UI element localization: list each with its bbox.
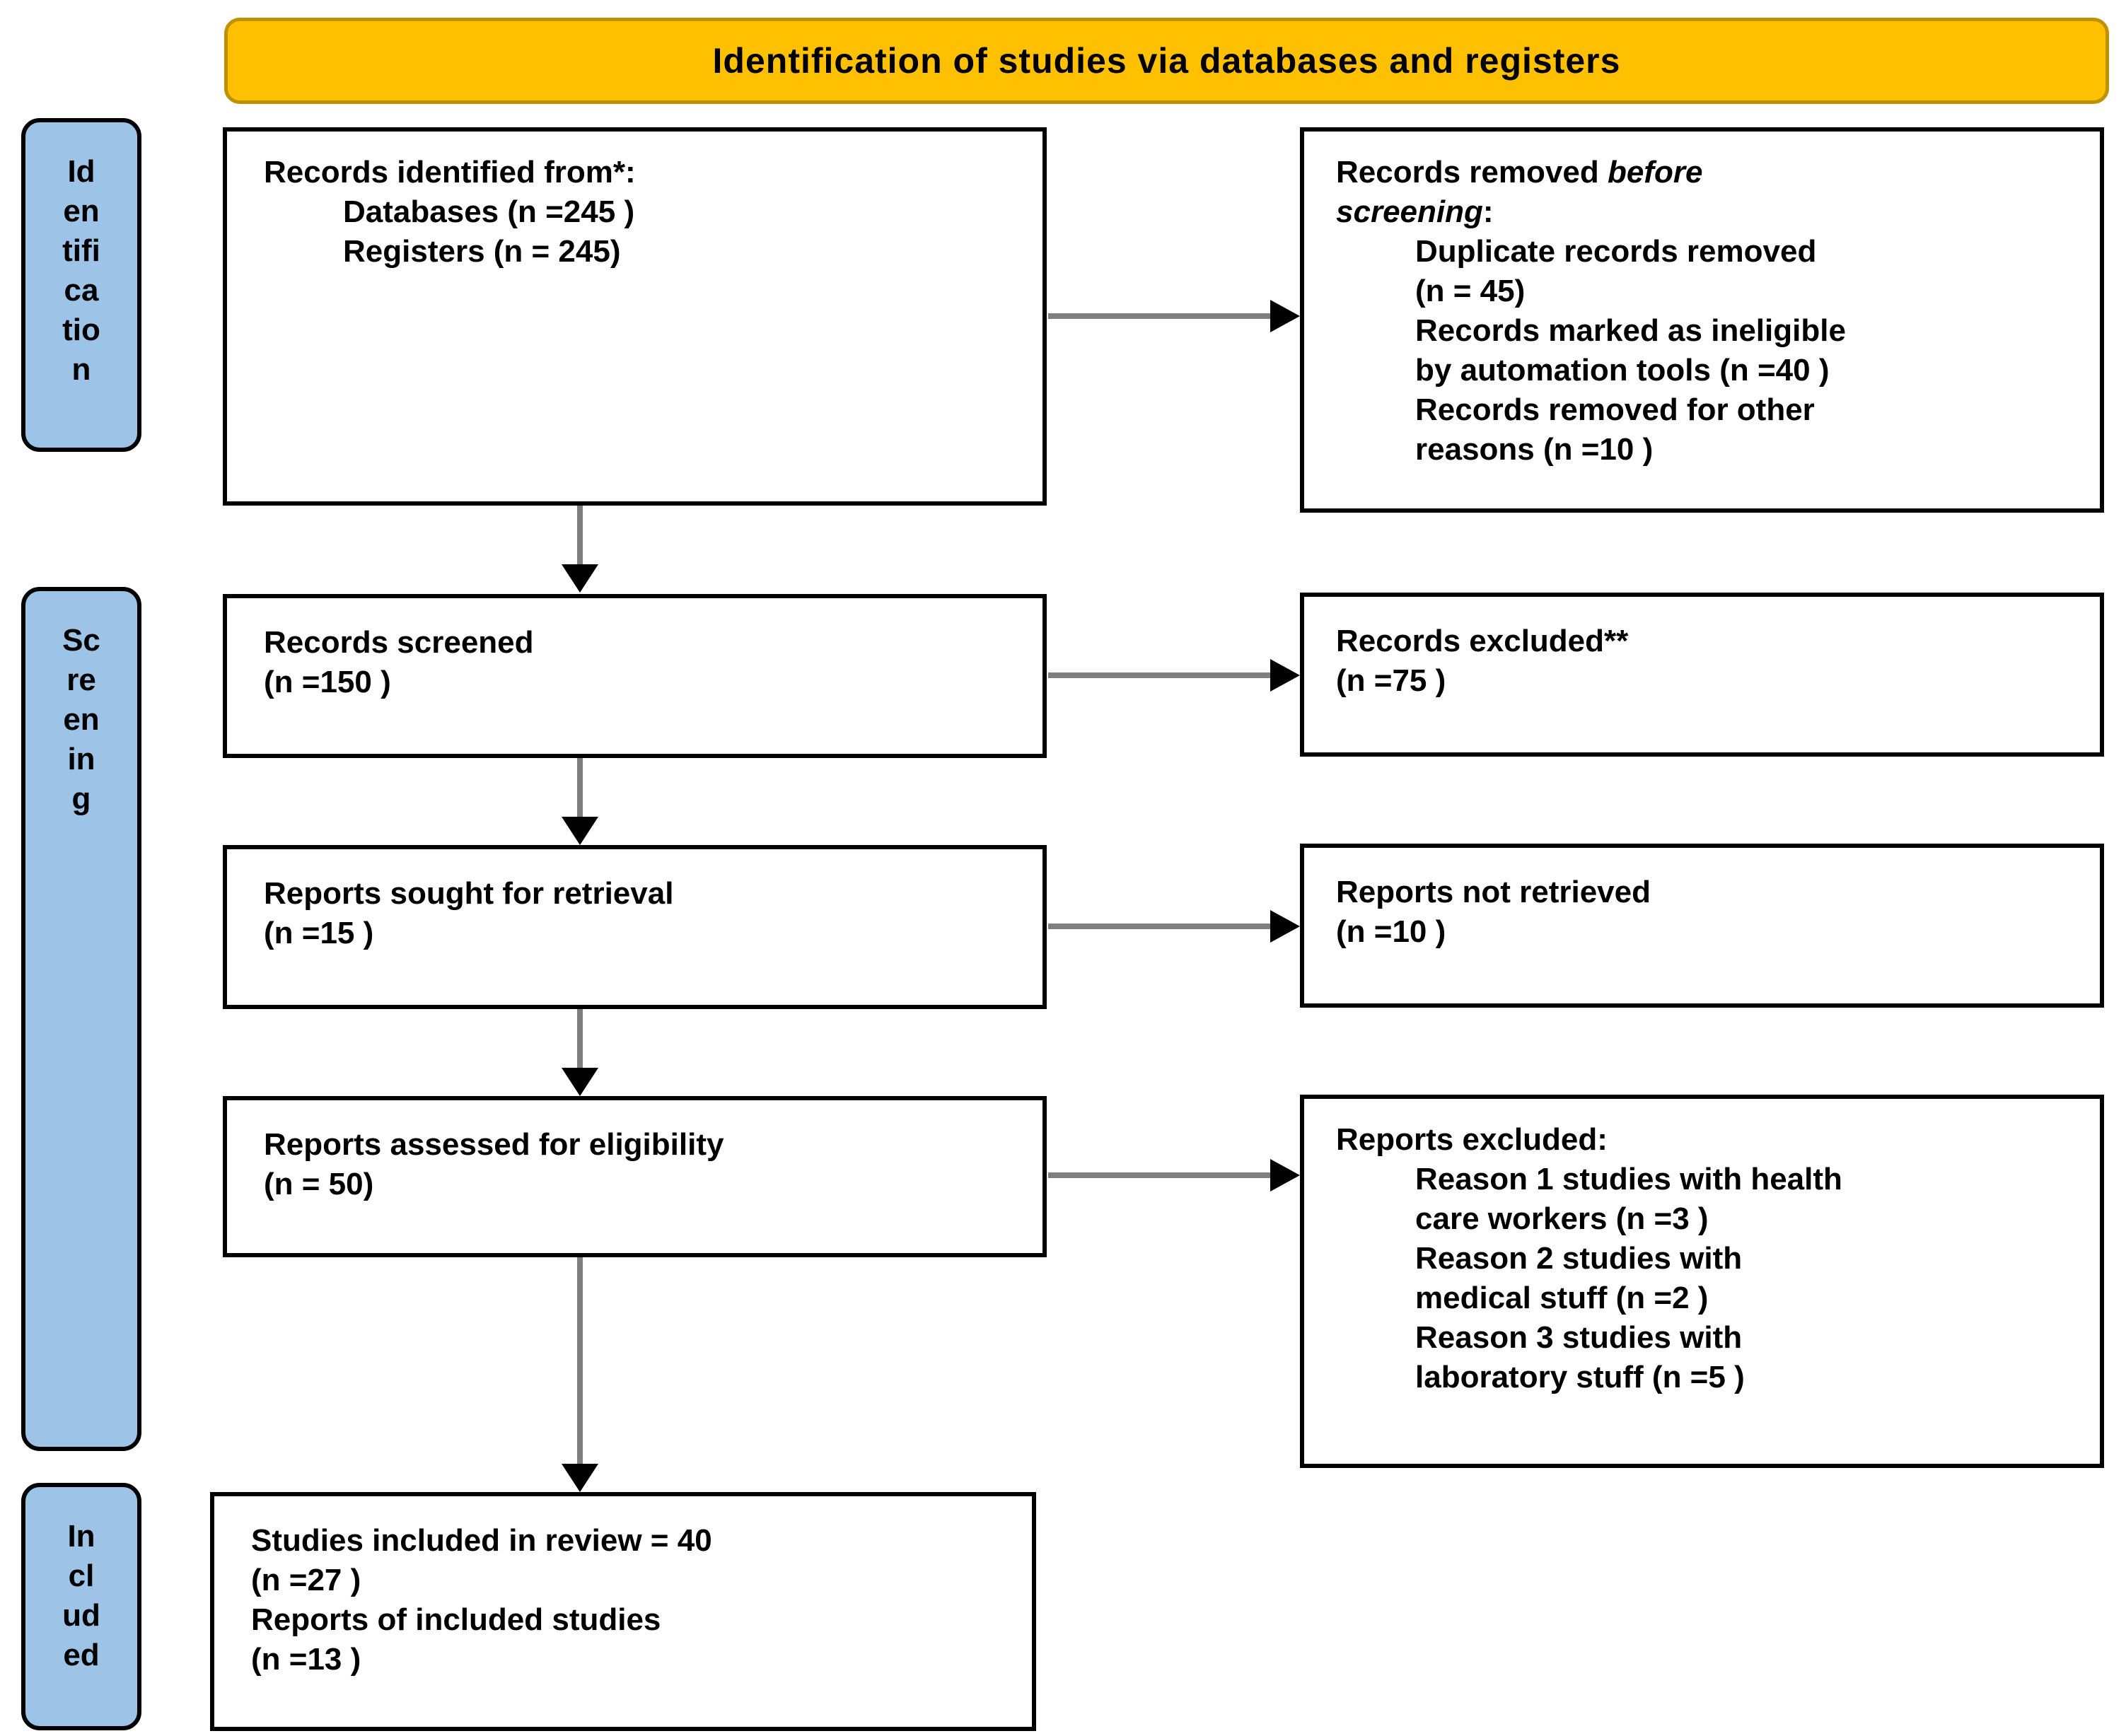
text-segment: Records removed: [1336, 155, 1599, 190]
text-line: (n =150 ): [264, 665, 391, 699]
box-studies-included: Studies included in review = 40 (n =27 )…: [210, 1492, 1036, 1731]
arrowhead-right-icon: [1270, 1159, 1300, 1192]
stage-identification-label: Identification: [62, 154, 100, 387]
stage-identification: Identification: [21, 118, 141, 452]
text-line: Reports sought for retrieval: [264, 876, 674, 911]
box-reports-sought: Reports sought for retrieval (n =15 ): [223, 845, 1047, 1009]
banner-title-text: Identification of studies via databases …: [712, 41, 1621, 81]
text-line: medical stuff (n =2 ): [1415, 1281, 1709, 1315]
arrowhead-down-icon: [562, 564, 598, 593]
text-line: Studies included in review = 40: [251, 1523, 712, 1558]
text-line: Records excluded**: [1336, 624, 1629, 658]
arrow-identified-to-removed: [1048, 300, 1300, 332]
text-line: Reason 3 studies with: [1415, 1320, 1743, 1355]
arrow-assessed-to-included: [562, 1257, 598, 1492]
text-line: Duplicate records removed: [1415, 234, 1817, 269]
text-line: Reports excluded:: [1336, 1122, 1608, 1157]
text-segment-italic: before: [1607, 155, 1703, 190]
arrowhead-right-icon: [1270, 300, 1300, 332]
box-records-screened: Records screened (n =150 ): [223, 594, 1047, 758]
text-line: Reports not retrieved: [1336, 875, 1651, 909]
box-reports-not-retrieved: Reports not retrieved (n =10 ): [1300, 844, 2104, 1008]
text-line: Records removed before: [1336, 153, 2082, 192]
text-line: laboratory stuff (n =5 ): [1415, 1360, 1745, 1394]
text-line: screening:: [1336, 192, 2082, 232]
text-line: Reports assessed for eligibility: [264, 1127, 724, 1162]
stage-included: Included: [21, 1483, 141, 1730]
arrowhead-right-icon: [1270, 659, 1300, 692]
arrow-sought-to-not-retrieved: [1048, 910, 1300, 943]
text-line: reasons (n =10 ): [1415, 432, 1654, 467]
stage-screening-label: Screening: [62, 623, 100, 816]
text-line: Records removed for other: [1415, 392, 1815, 427]
arrowhead-down-icon: [562, 1068, 598, 1096]
text-line: Records marked as ineligible: [1415, 313, 1846, 348]
text-segment-italic: screening: [1336, 194, 1483, 229]
arrow-assessed-to-excluded: [1048, 1159, 1300, 1192]
arrow-screened-to-sought: [562, 758, 598, 845]
box-reports-assessed: Reports assessed for eligibility (n = 50…: [223, 1096, 1047, 1257]
arrow-identified-to-screened: [562, 506, 598, 593]
text-line: Databases (n =245 ): [343, 194, 635, 229]
box-records-identified: Records identified from*: Databases (n =…: [223, 127, 1047, 506]
text-line: (n = 50): [264, 1167, 374, 1201]
text-line: care workers (n =3 ): [1415, 1201, 1709, 1236]
arrowhead-down-icon: [562, 1464, 598, 1492]
arrowhead-down-icon: [562, 817, 598, 845]
text-line: Reason 2 studies with: [1415, 1241, 1743, 1276]
text-line: (n =75 ): [1336, 663, 1446, 698]
arrowhead-right-icon: [1270, 910, 1300, 943]
text-line: Reports of included studies: [251, 1602, 661, 1637]
text-line: by automation tools (n =40 ): [1415, 353, 1830, 388]
box-records-removed: Records removed before screening: Duplic…: [1300, 127, 2104, 513]
text-line: Reason 1 studies with health: [1415, 1162, 1842, 1196]
text-segment: :: [1482, 194, 1494, 229]
text-line: Records screened: [264, 625, 534, 660]
text-line: Registers (n = 245): [343, 234, 621, 269]
box-reports-excluded: Reports excluded: Reason 1 studies with …: [1300, 1095, 2104, 1468]
box-records-excluded: Records excluded** (n =75 ): [1300, 593, 2104, 757]
stage-included-label: Included: [62, 1519, 100, 1672]
text-line: (n =27 ): [251, 1563, 361, 1597]
stage-screening: Screening: [21, 587, 141, 1451]
text-line: (n = 45): [1415, 274, 1526, 308]
text-line: (n =10 ): [1336, 914, 1446, 949]
arrow-sought-to-assessed: [562, 1009, 598, 1096]
text-line: (n =13 ): [251, 1642, 361, 1677]
text-line: (n =15 ): [264, 916, 374, 950]
arrow-screened-to-excluded: [1048, 659, 1300, 692]
text-line: Records identified from*:: [264, 155, 636, 190]
banner-title: Identification of studies via databases …: [224, 18, 2109, 104]
